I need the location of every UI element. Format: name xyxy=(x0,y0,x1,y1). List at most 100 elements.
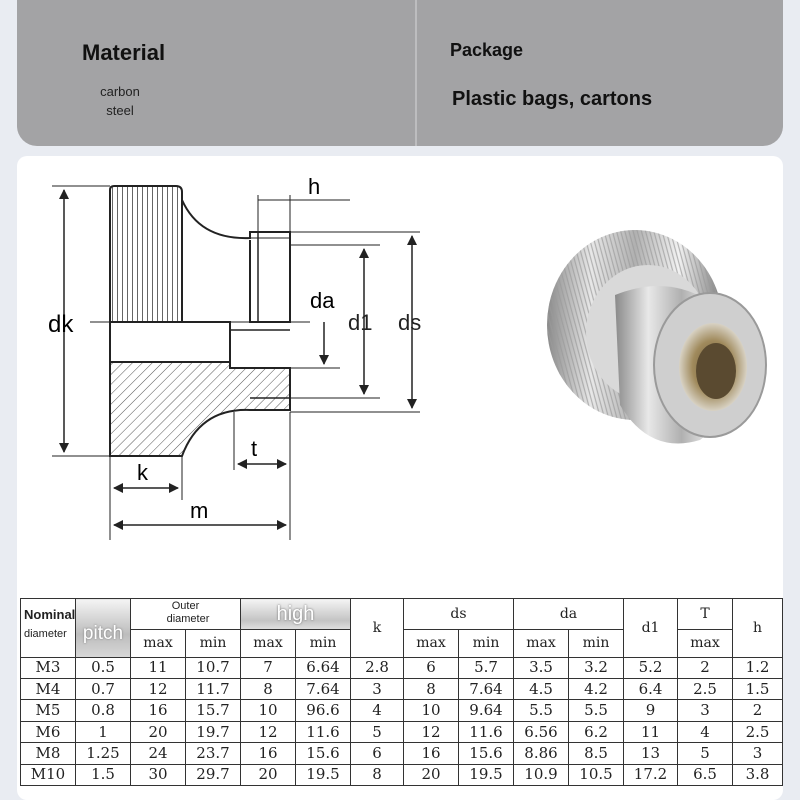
label-k: k xyxy=(137,460,149,485)
header-k: k xyxy=(350,598,404,658)
table-cell: 29.7 xyxy=(185,763,241,787)
panel-divider xyxy=(415,0,417,146)
table-cell: 15.6 xyxy=(458,742,514,765)
table-cell: 1.2 xyxy=(732,656,783,680)
table-cell: 12 xyxy=(403,720,459,744)
table-cell: 3.5 xyxy=(513,656,569,680)
table-cell: 19.5 xyxy=(458,763,514,787)
table-cell: 6.4 xyxy=(623,678,678,701)
table-cell: 1.5 xyxy=(732,678,783,701)
table-cell: 10 xyxy=(240,699,296,722)
table-cell: 2 xyxy=(732,699,783,722)
table-cell: M3 xyxy=(20,656,76,680)
label-dk: dk xyxy=(48,311,74,338)
spec-table: Nominal diameter pitch Outer high k ds d… xyxy=(20,598,783,787)
table-cell: 6.64 xyxy=(295,656,351,680)
table-cell: 5 xyxy=(677,742,733,765)
table-cell: 15.6 xyxy=(295,742,351,765)
material-value-line2: steel xyxy=(106,103,134,118)
table-cell: 3.8 xyxy=(732,763,783,787)
header-T: T xyxy=(677,598,733,630)
table-cell: 8 xyxy=(240,678,296,701)
table-cell: M5 xyxy=(20,699,76,722)
table-cell: 5.5 xyxy=(568,699,624,722)
table-cell: 11.6 xyxy=(295,720,351,744)
table-cell: 20 xyxy=(240,763,296,787)
table-cell: 4 xyxy=(677,720,733,744)
table-cell: 0.7 xyxy=(75,678,131,701)
package-value: Plastic bags, cartons xyxy=(452,88,653,110)
table-cell: 8 xyxy=(403,678,459,701)
table-cell: 1.5 xyxy=(75,763,131,787)
info-panel: Material carbon steel Package Plastic ba… xyxy=(17,0,783,146)
table-cell: 1.25 xyxy=(75,742,131,765)
dk-dimension: dk xyxy=(48,185,110,457)
table-header-row: Nominal diameter pitch Outer high k ds d… xyxy=(20,598,783,658)
sub-high-min: min xyxy=(295,628,351,658)
table-cell: 6.56 xyxy=(513,720,569,744)
table-cell: 3 xyxy=(350,678,404,701)
d1-dimension: d1 xyxy=(348,248,372,395)
table-cell: 13 xyxy=(623,742,678,765)
table-cell: 5.7 xyxy=(458,656,514,680)
table-cell: 6.2 xyxy=(568,720,624,744)
ds-dimension: ds xyxy=(398,235,421,409)
label-t: t xyxy=(251,436,257,461)
table-cell: 16 xyxy=(130,699,186,722)
table-cell: 3 xyxy=(677,699,733,722)
header-high: high xyxy=(240,598,351,630)
sub-T-max: max xyxy=(677,628,733,658)
table-cell: 4 xyxy=(350,699,404,722)
k-dimension: k xyxy=(109,456,183,540)
table-cell: 10.9 xyxy=(513,763,569,787)
table-cell: 12 xyxy=(240,720,296,744)
table-cell: 5 xyxy=(350,720,404,744)
table-cell: 3 xyxy=(732,742,783,765)
table-cell: M10 xyxy=(20,763,76,787)
table-cell: 7.64 xyxy=(295,678,351,701)
table-cell: 11.7 xyxy=(185,678,241,701)
table-cell: 2.8 xyxy=(350,656,404,680)
table-cell: 8.5 xyxy=(568,742,624,765)
material-title: Material xyxy=(82,40,166,65)
table-cell: 11.6 xyxy=(458,720,514,744)
table-cell: 17.2 xyxy=(623,763,678,787)
label-h: h xyxy=(308,174,320,199)
table-cell: 4.5 xyxy=(513,678,569,701)
m-dimension: m xyxy=(113,412,291,540)
table-cell: 5.2 xyxy=(623,656,678,680)
product-photo xyxy=(547,230,767,444)
sub-da-min: min xyxy=(568,628,624,658)
table-cell: 9.64 xyxy=(458,699,514,722)
table-cell: 20 xyxy=(403,763,459,787)
header-d1: d1 xyxy=(623,598,678,658)
table-cell: 0.8 xyxy=(75,699,131,722)
table-cell: 23.7 xyxy=(185,742,241,765)
header-pitch: pitch xyxy=(75,598,131,658)
table-cell: 11 xyxy=(623,720,678,744)
table-cell: 15.7 xyxy=(185,699,241,722)
table-cell: 16 xyxy=(403,742,459,765)
table-cell: 96.6 xyxy=(295,699,351,722)
header-ds: ds xyxy=(403,598,514,630)
knurled-head xyxy=(109,185,291,323)
sub-high-max: max xyxy=(240,628,296,658)
label-d1: d1 xyxy=(348,310,372,335)
table-cell: 2.5 xyxy=(732,720,783,744)
table-cell: 4.2 xyxy=(568,678,624,701)
table-cell: 10.5 xyxy=(568,763,624,787)
table-cell: 30 xyxy=(130,763,186,787)
table-cell: 19.5 xyxy=(295,763,351,787)
table-cell: 11 xyxy=(130,656,186,680)
t-dimension: t xyxy=(233,412,287,470)
table-cell: M4 xyxy=(20,678,76,701)
section-view xyxy=(109,321,291,457)
